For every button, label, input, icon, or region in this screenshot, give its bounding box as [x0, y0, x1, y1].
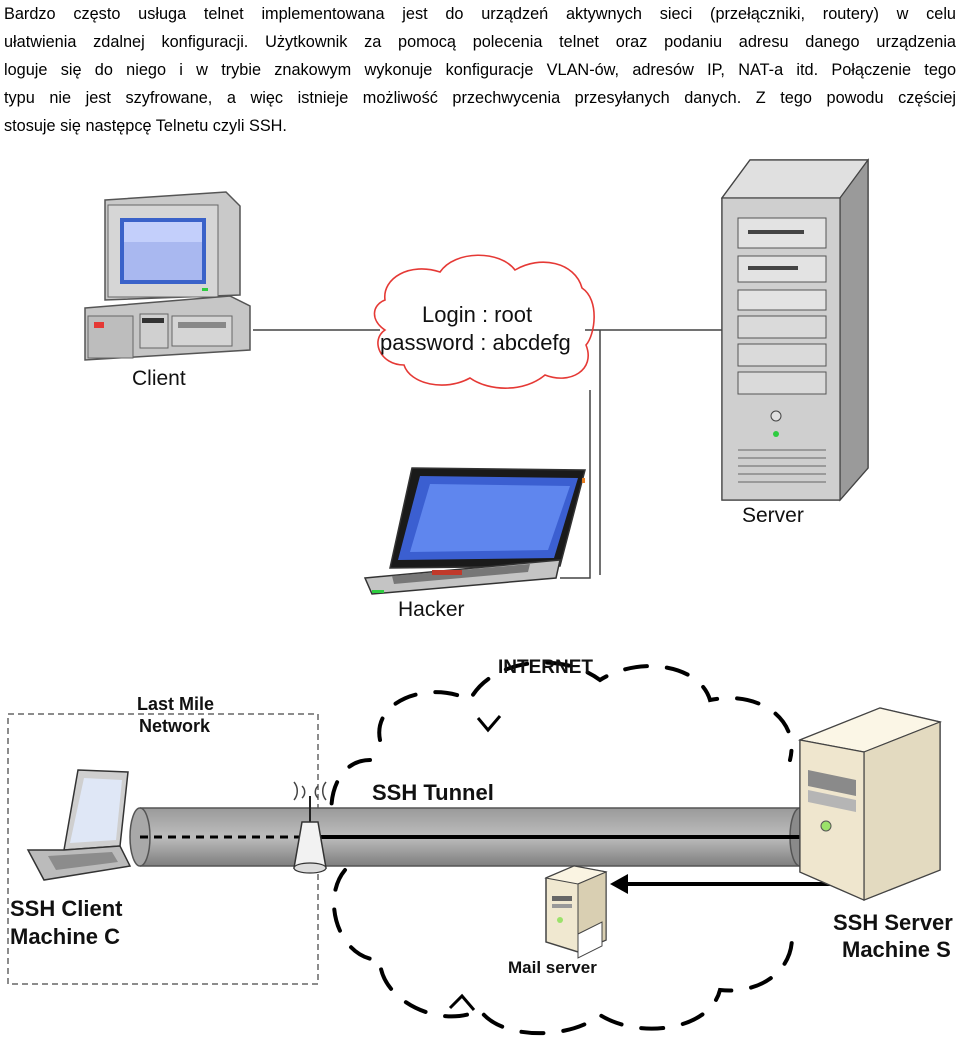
ssh-tunnel-label: SSH Tunnel	[372, 780, 494, 805]
server-label: Server	[742, 504, 804, 527]
password-text: password : abcdefg	[380, 330, 571, 355]
mail-server-label: Mail server	[508, 958, 597, 977]
ssh-client-laptop-icon	[26, 769, 132, 881]
mail-server-icon	[544, 865, 608, 959]
ssh-client-label: SSH Client	[10, 896, 123, 921]
internet-label: INTERNET	[498, 657, 593, 678]
last-mile-label: Last Mile	[137, 694, 215, 714]
hacker-label: Hacker	[398, 598, 465, 621]
client-computer-icon	[84, 191, 251, 361]
client-label: Client	[132, 367, 186, 390]
mail-arrow	[610, 874, 830, 894]
ssh-server-label: SSH Server	[833, 910, 953, 935]
hacker-laptop-icon	[363, 467, 586, 595]
network-cable	[253, 329, 722, 579]
paragraph-line: ułatwienia zdalnej konfiguracji. Użytkow…	[4, 33, 956, 51]
intro-paragraph: Bardzo często usługa telnet implementowa…	[4, 0, 956, 140]
ssh-tunnel-pipe	[129, 807, 811, 867]
ssh-server-icon	[797, 707, 943, 901]
ssh-client-machine-label: Machine C	[10, 924, 121, 949]
paragraph-line: typu nie jest szyfrowane, a więc istniej…	[4, 89, 956, 107]
server-icon	[720, 158, 870, 502]
ssh-server-machine-label: Machine S	[842, 937, 951, 962]
paragraph-line: Bardzo często usługa telnet implementowa…	[4, 5, 956, 23]
access-point-icon	[293, 781, 327, 874]
login-text: Login : root	[422, 302, 533, 327]
paragraph-line: stosuje się następcę Telnetu czyli SSH.	[4, 117, 287, 135]
paragraph-line: loguje się do niego i w trybie znakowym …	[4, 61, 956, 79]
credentials-cloud	[373, 254, 595, 389]
last-mile-network-label: Network	[139, 716, 211, 736]
